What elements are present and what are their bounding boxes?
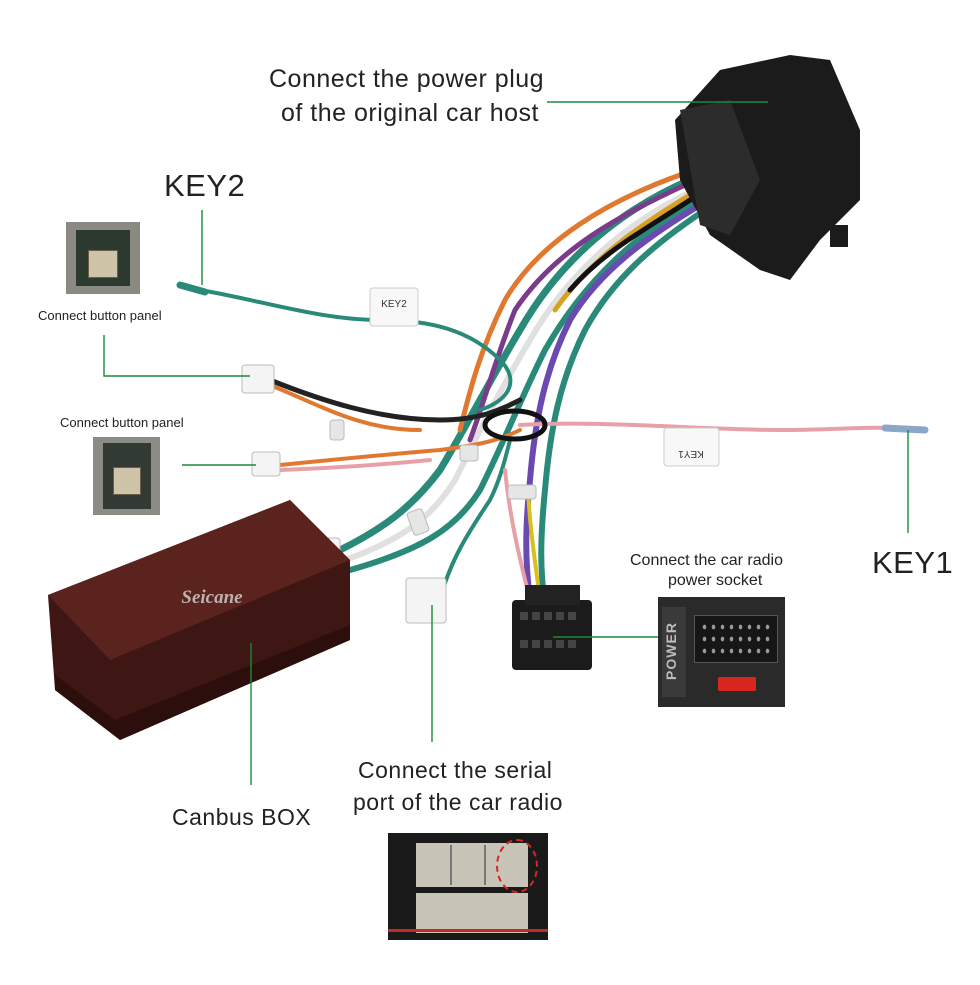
white-connector-serial bbox=[405, 577, 447, 624]
serial-port-label-line2: port of the car radio bbox=[353, 789, 563, 815]
radio-socket-label-line2: power socket bbox=[668, 572, 763, 589]
box-brand-text: Seicane bbox=[181, 587, 243, 608]
key1-label: KEY1 bbox=[872, 545, 954, 580]
canbus-box: Seicane bbox=[48, 500, 350, 740]
key2-wire-end bbox=[176, 281, 209, 296]
serial-port-label-line1: Connect the serial bbox=[358, 757, 553, 783]
key1-tag-text: KEY1 bbox=[678, 448, 704, 459]
serial-port-photo bbox=[388, 833, 548, 940]
leader-lines bbox=[103, 101, 909, 785]
highlight-circle bbox=[496, 839, 538, 893]
radio-socket-photo: POWER bbox=[658, 597, 785, 707]
key2-wire-tag: KEY2 bbox=[369, 287, 419, 327]
white-connector-middle bbox=[251, 451, 281, 477]
canbus-box-label: Canbus BOX bbox=[172, 804, 312, 830]
button-panel-photo-bottom bbox=[93, 437, 160, 515]
key1-wire-end bbox=[881, 424, 929, 434]
radio-socket-label-line1: Connect the car radio bbox=[630, 552, 783, 569]
cable-ties bbox=[329, 408, 548, 536]
key1-wire-tag: KEY1 bbox=[663, 427, 720, 467]
button-panel-label-top: Connect button panel bbox=[38, 308, 162, 323]
key2-label: KEY2 bbox=[164, 168, 246, 203]
radio-power-connector bbox=[512, 585, 592, 670]
power-plug-label-line2: of the original car host bbox=[281, 99, 539, 127]
white-connector-top bbox=[241, 364, 275, 394]
button-panel-photo-top bbox=[66, 222, 140, 294]
button-panel-label-bottom: Connect button panel bbox=[60, 415, 184, 430]
key2-tag-text: KEY2 bbox=[381, 299, 407, 310]
power-text: POWER bbox=[663, 622, 679, 680]
wire-bundle bbox=[198, 172, 912, 608]
power-plug-label-line1: Connect the power plug bbox=[269, 65, 545, 93]
power-plug-connector bbox=[675, 55, 860, 280]
